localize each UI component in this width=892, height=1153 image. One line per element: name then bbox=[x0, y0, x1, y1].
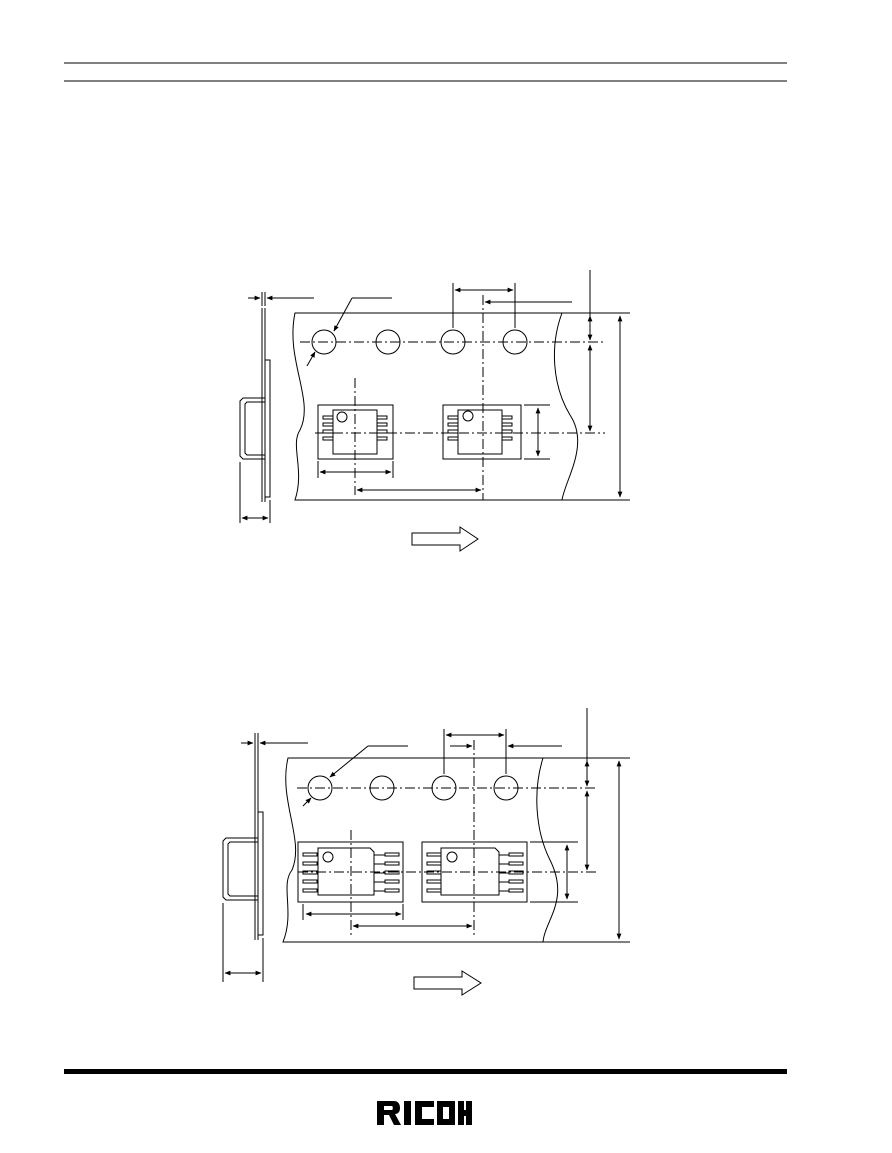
feed-direction-arrow bbox=[411, 526, 479, 552]
tape-side-view bbox=[239, 292, 314, 523]
package-pocket bbox=[442, 404, 522, 460]
sprocket-hole bbox=[440, 329, 466, 355]
package-leads bbox=[322, 415, 388, 441]
tape-side-view bbox=[222, 733, 308, 982]
sprocket-hole bbox=[375, 329, 401, 355]
package-leads bbox=[426, 852, 524, 893]
header-rules bbox=[64, 62, 787, 82]
sprocket-hole bbox=[493, 775, 519, 801]
sprocket-hole bbox=[307, 775, 333, 801]
tape-diagram-8-pin bbox=[239, 270, 630, 552]
sprocket-hole bbox=[502, 329, 528, 355]
tape-diagram-10-pin bbox=[222, 708, 630, 996]
sprocket-hole bbox=[431, 775, 457, 801]
carrier-tape-outline bbox=[282, 757, 559, 943]
sprocket-hole bbox=[369, 775, 395, 801]
footer-rule bbox=[64, 1069, 787, 1074]
feed-direction-arrow bbox=[413, 970, 482, 996]
ricoh-logo bbox=[377, 1101, 472, 1125]
package-pocket bbox=[421, 841, 528, 903]
sprocket-hole bbox=[311, 329, 337, 355]
package-leads bbox=[302, 852, 400, 893]
package-leads bbox=[447, 415, 513, 441]
